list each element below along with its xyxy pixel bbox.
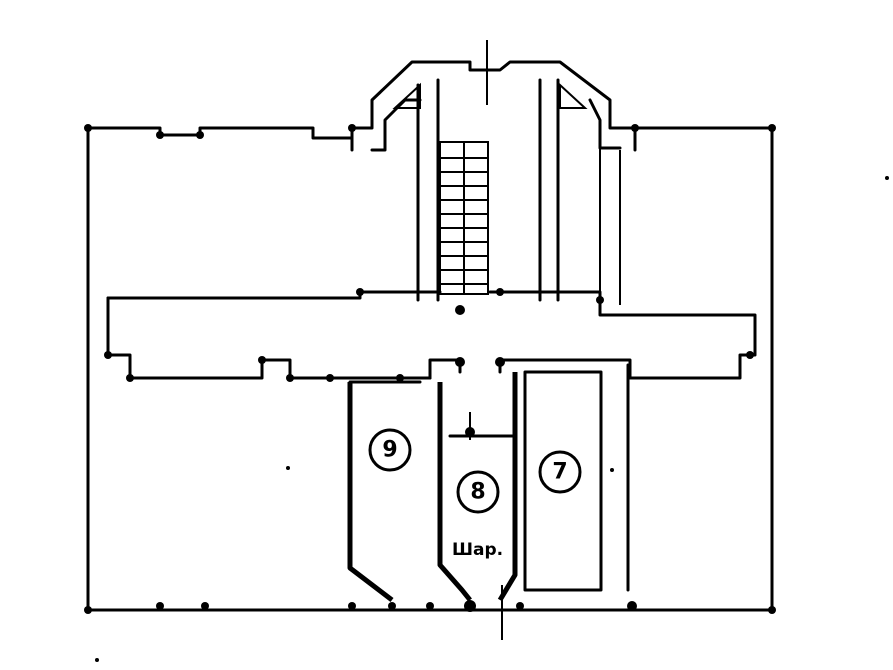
corridor bbox=[106, 290, 757, 380]
svg-text:9: 9 bbox=[382, 438, 397, 463]
room-left bbox=[347, 380, 472, 602]
annotation-abbrev: Шар. bbox=[452, 540, 503, 560]
room-label-8: 8 bbox=[456, 470, 500, 514]
room-right bbox=[523, 363, 630, 592]
room-label-7: 7 bbox=[538, 450, 582, 494]
staircase bbox=[439, 141, 489, 295]
room-label-9: 9 bbox=[368, 428, 412, 472]
svg-text:7: 7 bbox=[552, 460, 567, 485]
stair-tower bbox=[350, 40, 637, 305]
svg-text:8: 8 bbox=[470, 480, 485, 505]
wall-junction-markers bbox=[84, 124, 889, 662]
